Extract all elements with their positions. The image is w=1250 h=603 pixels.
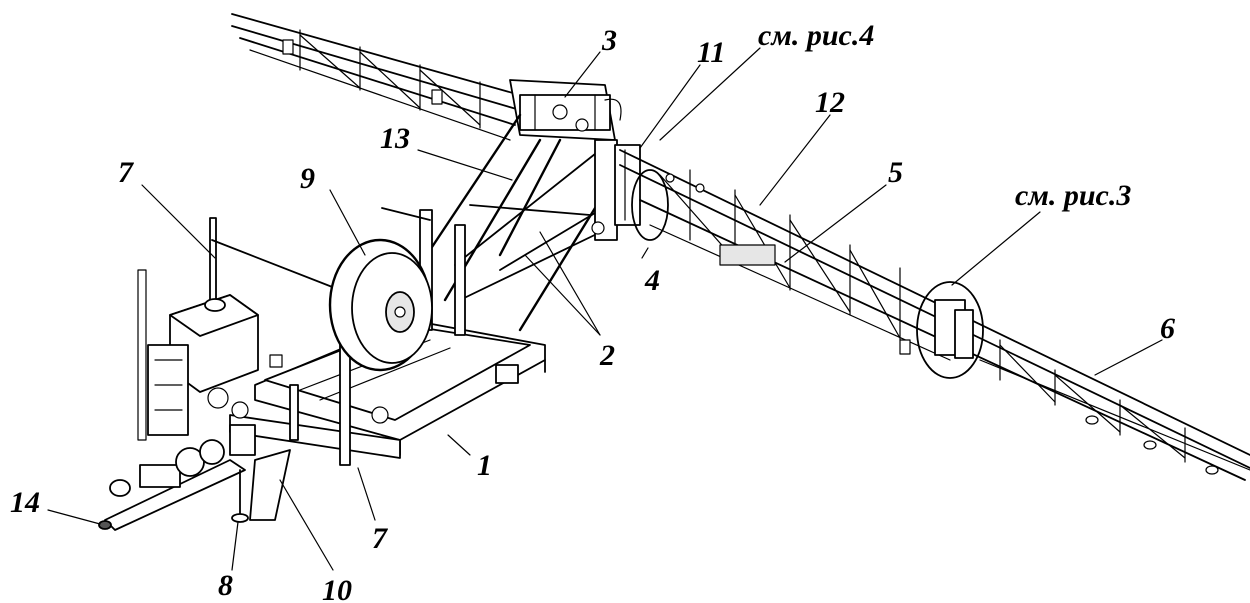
- wheel: [328, 238, 433, 372]
- label-5: 5: [888, 156, 903, 189]
- label-4: 4: [644, 264, 660, 297]
- tank-and-panel: [137, 269, 283, 441]
- label-10: 10: [322, 574, 352, 603]
- label-8: 8: [218, 569, 233, 602]
- leader-lines: [47, 47, 1163, 571]
- chassis-frame: [209, 207, 546, 466]
- detail-circle-fig4: [631, 169, 669, 241]
- label-2: 2: [599, 339, 615, 372]
- label-13: 13: [380, 122, 410, 155]
- drawbar-assembly: [98, 424, 291, 531]
- reference-fig4: см. рис.4: [758, 19, 874, 52]
- label-9: 9: [300, 162, 315, 195]
- reference-fig3: см. рис.3: [1015, 179, 1131, 212]
- label-6: 6: [1160, 312, 1175, 345]
- label-7-top: 7: [118, 156, 134, 189]
- label-1: 1: [477, 449, 492, 482]
- label-3: 3: [601, 24, 617, 57]
- label-7-bottom: 7: [372, 522, 388, 555]
- label-14: 14: [10, 486, 40, 519]
- label-12: 12: [815, 86, 845, 119]
- right-boom-section: [619, 149, 1250, 481]
- detail-circle-fig3: [916, 281, 984, 379]
- label-11: 11: [697, 36, 725, 69]
- lift-frame: [428, 79, 641, 332]
- left-boom-section: [231, 13, 521, 141]
